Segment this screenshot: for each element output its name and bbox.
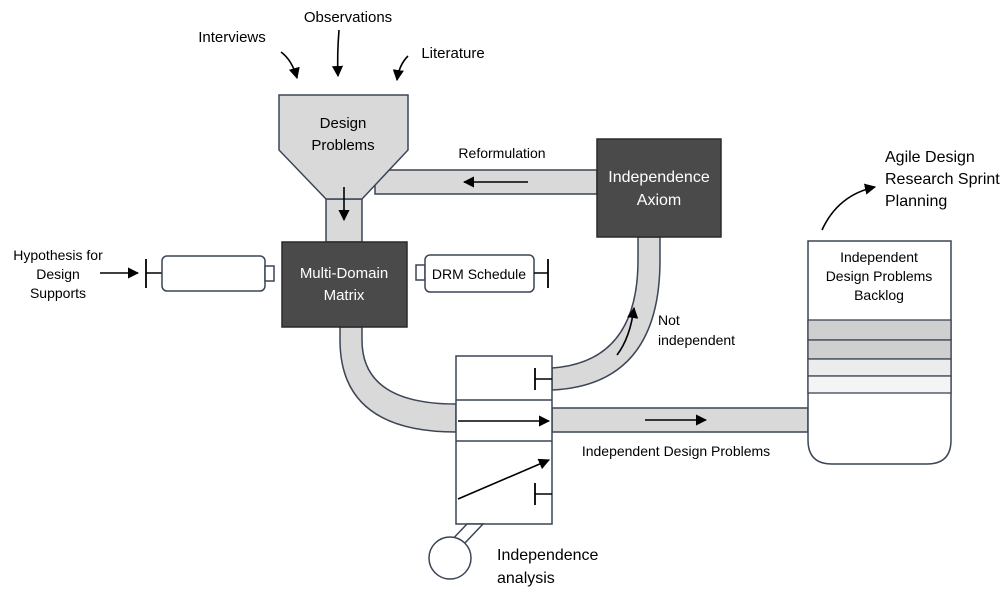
multi-domain-matrix-box (281, 241, 408, 328)
valve-diagonal-arrow (457, 458, 551, 500)
hypothesis-cylinder (161, 255, 266, 292)
hypothesis-cylinder-cap (264, 265, 275, 282)
pipe-not-independent (551, 236, 661, 391)
analysis-label-line1: Independence (497, 547, 599, 564)
backlog-label-line3: Backlog (854, 287, 904, 303)
agile-label-line1: Agile Design (885, 149, 975, 166)
observations-label: Observations (304, 9, 392, 26)
backlog-row (807, 375, 952, 394)
valve-actuator-knob (428, 536, 472, 580)
analysis-label-line2: analysis (497, 570, 555, 587)
pipe-matrix-to-valve (339, 326, 457, 433)
backlog-label-line1: Independent (840, 249, 918, 265)
drm-schedule-label: DRM Schedule (432, 266, 526, 282)
matrix-label-line1: Multi-Domain (300, 265, 388, 282)
interviews-arrow (280, 51, 300, 80)
hypothesis-label-line1: Hypothesis for (13, 247, 103, 263)
independence-axiom-box (596, 138, 722, 238)
hopper-label-line2: Problems (311, 137, 374, 154)
valve-body (455, 355, 553, 525)
independent-problems-label: Independent Design Problems (582, 443, 770, 459)
backlog-row (807, 319, 952, 341)
hopper-label-line1: Design (320, 115, 367, 132)
literature-label: Literature (421, 45, 484, 62)
agile-label-line3: Planning (885, 193, 947, 210)
not-independent-line1: Not (658, 312, 680, 328)
backlog-row (807, 358, 952, 377)
agile-arrow (821, 183, 877, 231)
interviews-label: Interviews (198, 29, 266, 46)
backlog-row (807, 339, 952, 360)
not-independent-line2: independent (658, 332, 735, 348)
design-problems-hopper (278, 94, 409, 200)
axiom-label-line1: Independence (608, 169, 710, 186)
matrix-label-line2: Matrix (324, 287, 365, 304)
observations-arrow (331, 29, 344, 78)
hypothesis-label-line2: Design (36, 266, 80, 282)
hypothesis-label-line3: Supports (30, 285, 86, 301)
literature-arrow (392, 55, 409, 82)
backlog-label-line2: Design Problems (826, 268, 933, 284)
axiom-label-line2: Axiom (637, 192, 681, 209)
not-independent-arrow (616, 306, 639, 356)
reformulation-label: Reformulation (458, 145, 545, 161)
drm-cylinder-cap (415, 264, 426, 281)
agile-label-line2: Research Sprint (885, 171, 1000, 188)
